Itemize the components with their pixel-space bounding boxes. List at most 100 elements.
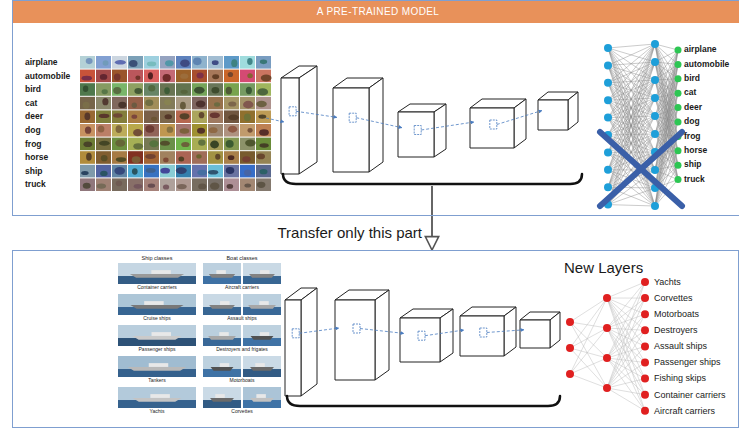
photo-sky	[203, 294, 241, 315]
label-slot: automobile	[684, 60, 729, 70]
neuron	[651, 166, 659, 174]
neuron	[651, 202, 659, 210]
photo-tile	[240, 138, 255, 151]
conv-block	[281, 66, 317, 174]
conv-block	[520, 312, 560, 348]
photo-subject	[97, 183, 106, 188]
photo-tile	[256, 178, 271, 191]
label-slot: airplane	[25, 58, 58, 68]
photo-subject	[133, 143, 143, 149]
neuron	[566, 344, 574, 352]
kernel-arrow	[356, 118, 402, 128]
photo-subject	[247, 73, 253, 78]
photo-tile	[96, 70, 111, 83]
new-class-label: Motorboats	[654, 309, 699, 319]
photo-sky	[118, 294, 196, 315]
layer-bracket	[287, 396, 560, 406]
photo-subject	[259, 129, 269, 135]
network-link	[607, 346, 645, 388]
photo-tile	[224, 178, 239, 191]
photo-tile	[128, 178, 143, 191]
network-link	[570, 328, 607, 374]
photo-tile	[208, 70, 223, 83]
photo-tile	[128, 138, 143, 151]
image-grid	[80, 56, 272, 191]
ship-deck	[149, 363, 169, 367]
photo-tile	[240, 124, 255, 137]
photo-tile	[144, 97, 159, 110]
photo-subject	[145, 154, 155, 159]
photo-subject	[259, 143, 268, 147]
photo-tile	[128, 83, 143, 96]
photo-subject	[247, 128, 252, 133]
photo-subject	[242, 156, 250, 162]
photo-subject	[212, 87, 220, 94]
neuron	[675, 162, 682, 169]
ship-collage	[118, 263, 281, 408]
ship-hull	[133, 398, 182, 402]
photo-subject	[133, 129, 142, 136]
photo-subject	[198, 183, 206, 189]
photo-tile	[96, 178, 111, 191]
network-link	[607, 298, 645, 388]
photo-subject	[181, 142, 189, 147]
photo-tile	[80, 83, 95, 96]
network-link	[607, 282, 645, 358]
photo-subject	[165, 114, 173, 119]
photo-tile	[192, 97, 207, 110]
photo-sky	[203, 263, 241, 284]
network-link	[570, 298, 607, 322]
ship-deck	[144, 301, 164, 305]
neuron	[675, 119, 682, 126]
neuron	[641, 407, 649, 415]
block-face	[470, 108, 514, 148]
photo-subject	[177, 184, 187, 189]
photo-subject	[210, 112, 220, 118]
neuron	[604, 166, 612, 174]
ship-deck	[151, 270, 171, 274]
photo-subject	[212, 74, 219, 79]
neuron	[675, 61, 682, 68]
pretrained-classifier	[600, 40, 682, 210]
transfer-arrow	[431, 216, 433, 250]
neuron	[641, 310, 649, 318]
network-link	[607, 388, 645, 411]
photo-tile	[176, 70, 191, 83]
photo-tile	[176, 178, 191, 191]
label-slot: cat	[684, 88, 696, 98]
photo-sky	[243, 325, 281, 346]
photo-subject	[196, 154, 201, 158]
photo-subject	[115, 60, 126, 65]
photo-subject	[83, 141, 92, 147]
photo-subject	[227, 184, 234, 189]
photo-subject	[132, 102, 137, 108]
network-link	[608, 48, 655, 188]
photo-tile	[256, 138, 271, 151]
photo-subject	[129, 60, 138, 67]
label-slot: Destroyers and frigates	[216, 347, 268, 353]
network-link	[607, 282, 645, 388]
label-slot: Aircraft carriers	[225, 285, 259, 291]
label-slot: deer	[25, 112, 43, 122]
photo-subject	[196, 101, 206, 108]
collage-heading: Ship classes	[142, 255, 173, 261]
output-label: automobile	[684, 60, 729, 70]
output-label: cat	[684, 88, 696, 98]
block-face	[398, 112, 434, 157]
network-link	[607, 328, 645, 363]
block-face	[440, 309, 453, 362]
ship-deck	[260, 332, 270, 336]
ship-photo	[118, 356, 196, 377]
kernel-window	[418, 331, 425, 340]
ship-photo	[243, 387, 281, 408]
label-slot: frog	[25, 140, 42, 150]
photo-tile	[80, 165, 95, 178]
photo-sky	[203, 387, 241, 408]
class-label: automobile	[25, 72, 70, 82]
photo-sky	[118, 263, 196, 284]
neuron	[604, 44, 612, 52]
photo-subject	[256, 101, 267, 108]
label-slot: Yachts	[654, 277, 681, 287]
ship-photo	[203, 356, 241, 377]
kernel-window	[292, 329, 299, 338]
